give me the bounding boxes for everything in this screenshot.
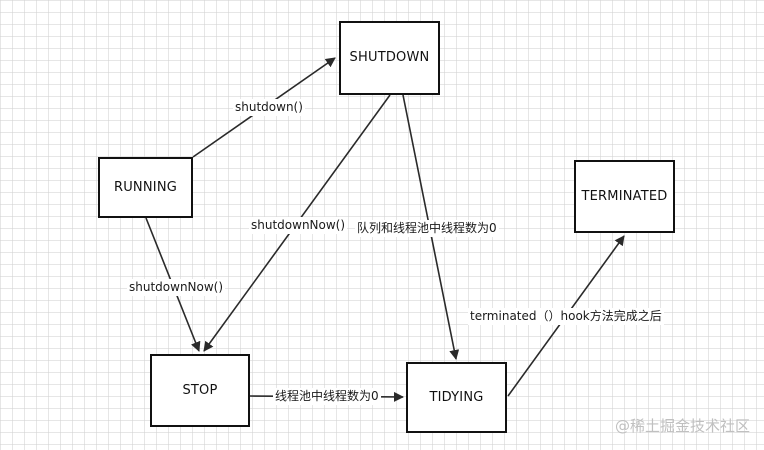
watermark: @稀土掘金技术社区 [614, 417, 750, 435]
transition-label-terminated-hook: terminated（）hook方法完成之后 [468, 308, 664, 325]
state-shutdown-label: SHUTDOWN [349, 50, 430, 65]
state-running: RUNNING [98, 157, 193, 218]
state-stop: STOP [150, 354, 250, 427]
state-shutdown: SHUTDOWN [339, 21, 440, 95]
transition-label-shutdown: shutdown() [233, 99, 305, 116]
state-terminated: TERMINATED [574, 160, 675, 233]
state-terminated-label: TERMINATED [581, 188, 668, 204]
state-running-label: RUNNING [113, 179, 178, 195]
state-stop-label: STOP [182, 382, 218, 398]
transition-label-shutdownnow-from-running: shutdownNow() [127, 279, 226, 296]
transition-label-shutdownnow-from-shutdown: shutdownNow() [249, 217, 348, 234]
state-tidying-label: TIDYING [429, 389, 484, 405]
state-tidying: TIDYING [406, 362, 507, 433]
transition-label-threads-zero: 线程池中线程数为0 [273, 388, 381, 405]
transition-label-queue-empty: 队列和线程池中线程数为0 [355, 220, 499, 237]
